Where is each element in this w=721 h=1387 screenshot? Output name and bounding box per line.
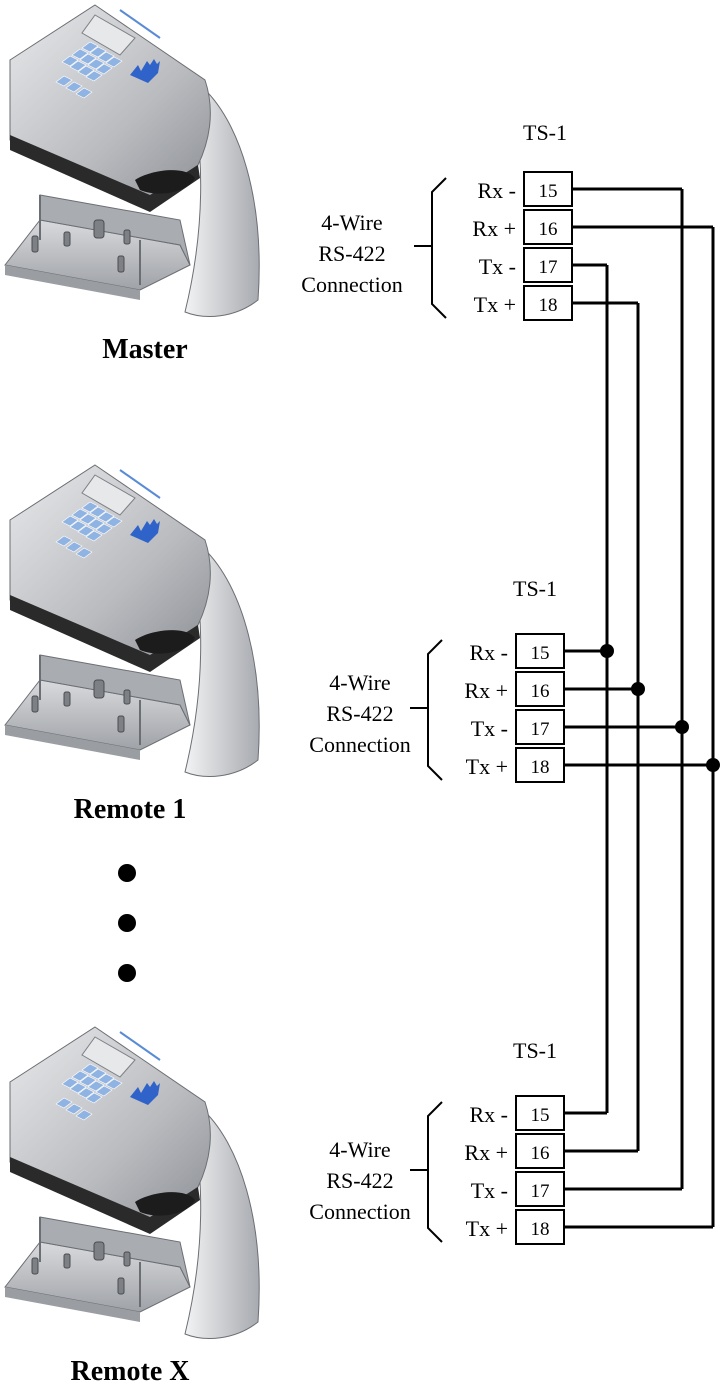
pin-signal: Rx -: [478, 178, 517, 203]
connection-label-line: RS-422: [318, 241, 385, 266]
rs422-bus-wiring: [564, 187, 720, 1229]
pin-number: 15: [531, 1105, 550, 1126]
pin-number: 17: [539, 257, 558, 278]
connection-label-line: 4-Wire: [329, 1137, 390, 1162]
terminal-box: [515, 671, 565, 707]
pin-number: 16: [531, 681, 550, 702]
pin-number: 18: [531, 757, 550, 778]
pin-signal: Rx -: [470, 640, 509, 665]
terminal-box: [523, 209, 573, 245]
device-label-remote-1: Remote 1: [74, 794, 187, 825]
pin-signal: Tx -: [471, 716, 508, 741]
pin-signal: Rx +: [464, 678, 508, 703]
master-hand-reader: [4, 4, 261, 318]
pin-number: 17: [531, 719, 550, 740]
device-label-remote-x: Remote X: [71, 1356, 190, 1387]
remote-1-hand-reader: [4, 464, 261, 778]
junction-dot: [706, 758, 720, 772]
terminal-box: [523, 247, 573, 283]
pin-number: 17: [531, 1181, 550, 1202]
terminal-box: [515, 747, 565, 783]
device-label-master: Master: [102, 334, 188, 365]
terminal-box: [515, 1133, 565, 1169]
pin-signal: Tx -: [471, 1178, 508, 1203]
junction-dot: [675, 720, 689, 734]
pin-signal: Tx -: [479, 254, 516, 279]
ellipsis-dot: [118, 964, 136, 982]
connection-label-line: Connection: [309, 1199, 410, 1224]
pin-number: 18: [539, 295, 558, 316]
junction-dot: [600, 644, 614, 658]
pin-number: 16: [531, 1143, 550, 1164]
ellipsis-dots: [118, 864, 136, 982]
ellipsis-dot: [118, 864, 136, 882]
terminal-strip-label: TS-1: [523, 120, 567, 145]
connection-label-line: Connection: [309, 732, 410, 757]
connection-label-line: RS-422: [326, 701, 393, 726]
bracket: [431, 177, 447, 319]
terminal-box: [515, 1209, 565, 1245]
terminal-strip-label: TS-1: [513, 576, 557, 601]
terminal-box: [515, 709, 565, 745]
connection-label-line: RS-422: [326, 1168, 393, 1193]
connection-label-line: Connection: [301, 272, 402, 297]
terminal-box: [515, 1171, 565, 1207]
pin-signal: Rx +: [472, 216, 516, 241]
bracket: [427, 639, 443, 781]
ellipsis-dot: [118, 914, 136, 932]
pin-signal: Tx +: [474, 292, 516, 317]
terminal-strip-label: TS-1: [513, 1038, 557, 1063]
pin-number: 15: [531, 643, 550, 664]
pin-number: 18: [531, 1219, 550, 1240]
bracket: [427, 1101, 443, 1243]
connection-label-line: 4-Wire: [321, 210, 382, 235]
pin-signal: Rx -: [470, 1102, 509, 1127]
pin-number: 15: [539, 181, 558, 202]
pin-number: 16: [539, 219, 558, 240]
pin-signal: Tx +: [466, 1216, 508, 1241]
pin-signal: Rx +: [464, 1140, 508, 1165]
pin-signal: Tx +: [466, 754, 508, 779]
junction-dot: [631, 682, 645, 696]
remote-x-hand-reader: [4, 1026, 261, 1340]
connection-label-line: 4-Wire: [329, 670, 390, 695]
